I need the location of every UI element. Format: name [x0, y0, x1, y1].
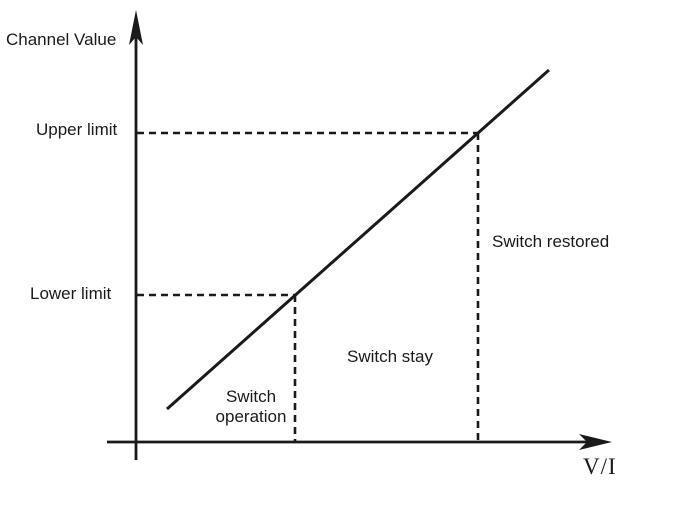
y-axis-label: Channel Value	[6, 30, 117, 49]
region-label-switch-operation: Switch operation	[215, 387, 287, 427]
lower-limit-label: Lower limit	[30, 284, 112, 303]
region-label-switch-stay: Switch stay	[347, 347, 433, 366]
x-axis-arrowhead-icon	[579, 434, 612, 450]
x-axis-label: V/I	[583, 454, 617, 479]
upper-limit-label: Upper limit	[36, 120, 118, 139]
region-label-switch-restored: Switch restored	[492, 232, 610, 251]
y-axis-arrowhead-icon	[129, 10, 143, 45]
characteristic-line	[166, 68, 550, 411]
